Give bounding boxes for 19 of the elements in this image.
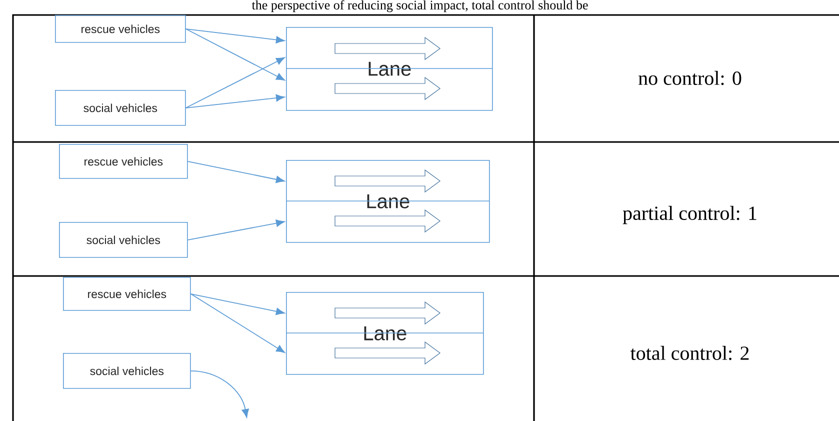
vehicle-box: rescue vehicles [55, 15, 186, 43]
arrow [185, 28, 285, 44]
vehicle-box: rescue vehicles [59, 144, 188, 179]
arrow [185, 94, 285, 108]
vehicle-box: social vehicles [59, 222, 188, 258]
vehicle-box: rescue vehicles [63, 277, 191, 311]
arrow [190, 370, 249, 418]
arrow [190, 293, 285, 316]
arrow [187, 160, 285, 184]
vehicle-box: social vehicles [55, 90, 186, 126]
vehicle-box: social vehicles [63, 353, 191, 389]
cell-text: no control: 0 [638, 70, 742, 86]
arrow [185, 57, 285, 108]
arrow [187, 220, 285, 240]
arrow [190, 293, 285, 353]
cell-text: total control: 2 [630, 346, 749, 360]
cell-text: partial control: 1 [622, 206, 756, 224]
cut-off-text: the perspective of reducing social impact, total control should be [252, 0, 588, 12]
arrow [185, 28, 285, 81]
